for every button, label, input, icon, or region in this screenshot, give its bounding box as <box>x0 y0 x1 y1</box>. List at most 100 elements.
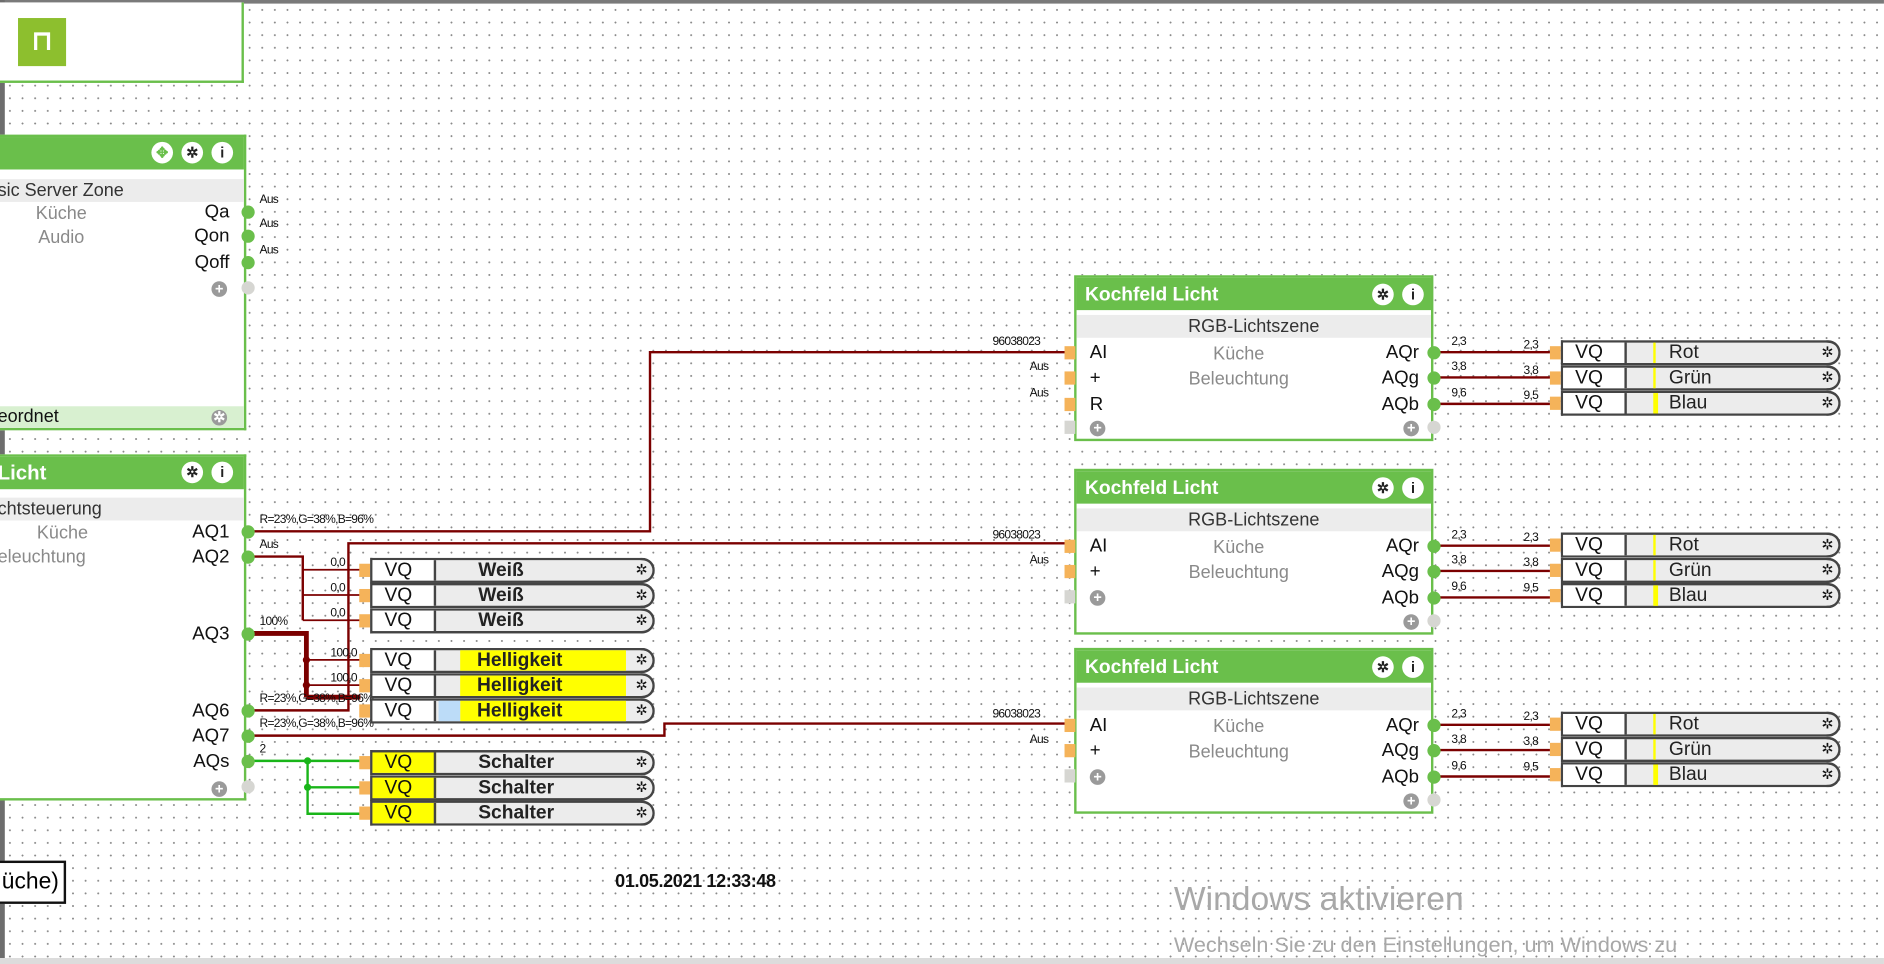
wire[interactable] <box>247 555 304 621</box>
output-connector[interactable] <box>241 205 255 219</box>
add-output-icon[interactable]: + <box>1403 420 1419 437</box>
output-connector[interactable] <box>1427 770 1441 784</box>
input-connector-empty[interactable] <box>1064 590 1076 604</box>
add-output-icon[interactable]: + <box>211 281 228 297</box>
output-connector-empty[interactable] <box>241 281 255 295</box>
block-header[interactable] <box>1076 471 1431 504</box>
input-connector[interactable] <box>1064 539 1076 553</box>
vq-input-connector[interactable] <box>1549 346 1561 360</box>
output-connector[interactable] <box>1427 591 1441 605</box>
output-connector[interactable] <box>241 627 255 641</box>
gear-icon[interactable]: ✲ <box>181 141 204 164</box>
output-connector[interactable] <box>1427 371 1441 385</box>
gear-icon[interactable]: ✲ <box>211 408 228 426</box>
vq-input-connector[interactable] <box>359 614 371 628</box>
wire[interactable] <box>247 722 1066 737</box>
block-header[interactable] <box>1076 650 1431 683</box>
vq-input-connector[interactable] <box>1549 563 1561 577</box>
vq-input-connector[interactable] <box>1549 717 1561 731</box>
add-output-icon[interactable]: + <box>1403 793 1419 809</box>
add-input-icon[interactable]: + <box>1089 590 1106 606</box>
output-connector[interactable] <box>241 754 255 769</box>
vq-input-connector[interactable] <box>1549 768 1561 782</box>
output-connector[interactable] <box>1427 397 1441 412</box>
vq-input-connector[interactable] <box>1549 371 1561 385</box>
input-connector[interactable] <box>1064 564 1076 579</box>
wire[interactable] <box>306 760 361 815</box>
vq-input-connector[interactable] <box>359 756 371 770</box>
vq-input-connector[interactable] <box>359 781 371 795</box>
vq-input-connector[interactable] <box>1549 588 1561 603</box>
info-icon[interactable]: i <box>1402 477 1424 499</box>
gear-icon[interactable]: ✲ <box>181 461 204 484</box>
vq-input-connector[interactable] <box>359 563 371 577</box>
output-connector[interactable] <box>241 256 255 270</box>
vq-input-connector[interactable] <box>359 653 371 668</box>
output-connector[interactable] <box>241 525 255 539</box>
info-icon[interactable]: i <box>211 141 234 164</box>
block-header[interactable]: Licht <box>0 456 244 490</box>
input-connector-empty[interactable] <box>1064 420 1076 434</box>
output-connector-empty[interactable] <box>241 780 255 794</box>
input-connector[interactable] <box>1064 346 1076 360</box>
add-output-icon[interactable]: + <box>211 781 228 797</box>
gear-icon[interactable]: ✲ <box>1372 477 1394 499</box>
vq-input-connector[interactable] <box>359 806 371 820</box>
vq-input-connector[interactable] <box>359 588 371 603</box>
input-connector[interactable] <box>1064 744 1076 758</box>
input-connector[interactable] <box>1064 397 1076 412</box>
move-icon[interactable]: ✥ <box>151 141 174 164</box>
input-connector-empty[interactable] <box>1064 769 1076 783</box>
wire[interactable] <box>247 350 1066 533</box>
output-connector[interactable] <box>1427 744 1441 758</box>
output-connector[interactable] <box>241 729 255 743</box>
block-header[interactable] <box>0 137 244 170</box>
pin-block[interactable]: ⊓ <box>0 2 244 83</box>
output-connector-empty[interactable] <box>1427 614 1441 628</box>
vq-input-connector[interactable] <box>1549 396 1561 410</box>
output-connector[interactable] <box>1427 564 1441 579</box>
input-connector[interactable] <box>1064 718 1076 733</box>
info-icon[interactable]: i <box>1402 283 1424 306</box>
add-input-icon[interactable]: + <box>1089 420 1106 437</box>
vq-input-connector[interactable] <box>359 704 371 718</box>
wire[interactable] <box>247 542 1066 712</box>
block-header[interactable] <box>1076 277 1431 311</box>
vq-input-connector[interactable] <box>359 679 371 693</box>
gear-icon[interactable]: ✲ <box>1372 656 1394 678</box>
output-connector-empty[interactable] <box>1427 420 1441 434</box>
gear-icon[interactable]: ✲ <box>1372 283 1394 306</box>
output-connector[interactable] <box>1427 346 1441 360</box>
output-connector[interactable] <box>1427 718 1441 733</box>
wire[interactable] <box>247 631 309 698</box>
output-connector[interactable] <box>1427 539 1441 553</box>
output-connector-empty[interactable] <box>1427 793 1441 807</box>
input-connector[interactable] <box>1064 371 1076 385</box>
room-label-box[interactable]: üche) <box>0 860 67 904</box>
vq-input-connector[interactable] <box>1549 742 1561 757</box>
add-output-icon[interactable]: + <box>1403 614 1419 630</box>
info-icon[interactable]: i <box>211 461 234 484</box>
pin-icon[interactable]: ⊓ <box>18 18 67 67</box>
